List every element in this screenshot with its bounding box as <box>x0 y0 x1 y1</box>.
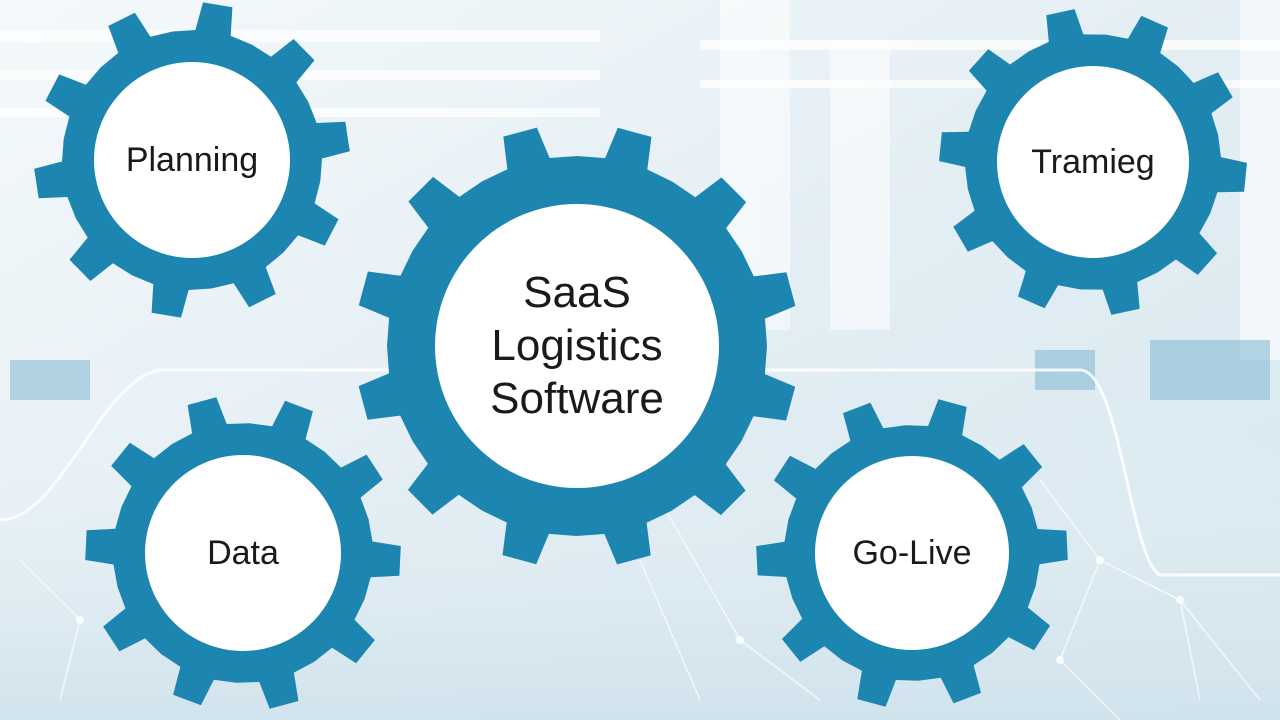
center-title-line-2: Logistics <box>491 320 663 370</box>
gear-label-go-live: Go-Live <box>852 533 972 572</box>
center-title-line-1: SaaS <box>523 267 631 317</box>
center-gear-title: SaaS Logistics Software <box>490 267 664 425</box>
gear-planning <box>34 2 350 318</box>
gear-training <box>939 9 1247 315</box>
gear-data <box>85 397 401 709</box>
gear-go-live <box>756 399 1068 707</box>
gear-label-data: Data <box>207 533 279 572</box>
gear-planning-center <box>94 62 290 258</box>
center-title-line-3: Software <box>490 373 664 423</box>
gear-data-center <box>145 455 341 651</box>
gear-center <box>358 127 796 565</box>
gear-label-training: Tramieg <box>1031 142 1155 181</box>
gear-go-live-center <box>815 456 1009 650</box>
gear-label-planning: Planning <box>125 140 259 179</box>
gear-training-center <box>997 66 1189 258</box>
gear-center-center <box>435 204 719 488</box>
gear-group <box>34 2 1247 709</box>
